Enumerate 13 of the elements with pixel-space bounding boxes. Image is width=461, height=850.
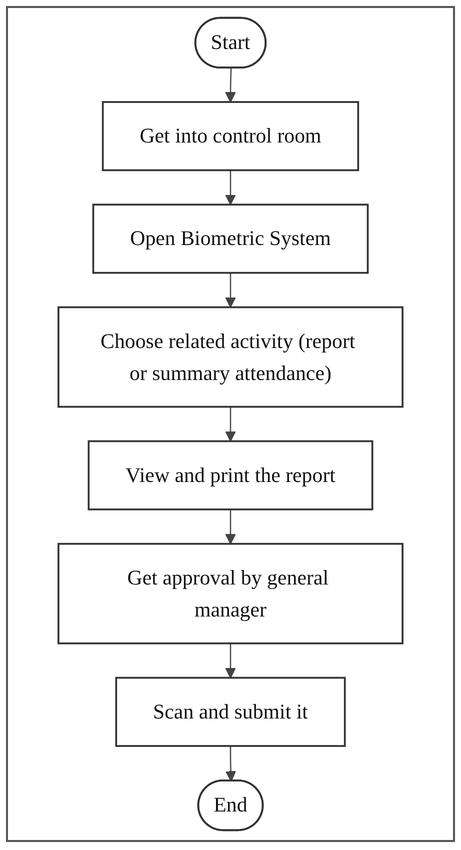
arrow bbox=[225, 68, 236, 102]
node-box: Get approval by general manager bbox=[58, 542, 404, 644]
node-box: Get into control room bbox=[102, 101, 360, 172]
node-box: Scan and submit it bbox=[115, 676, 346, 747]
arrow bbox=[225, 643, 236, 678]
arrow bbox=[225, 170, 236, 206]
arrow bbox=[225, 746, 236, 782]
arrow bbox=[225, 509, 236, 544]
node-box: Choose related activity (report or summary attendance) bbox=[58, 306, 404, 408]
node-box: View and print the report bbox=[88, 440, 374, 510]
arrow bbox=[225, 272, 236, 308]
node-box: Open Biometric System bbox=[92, 204, 369, 274]
arrow bbox=[225, 406, 236, 442]
